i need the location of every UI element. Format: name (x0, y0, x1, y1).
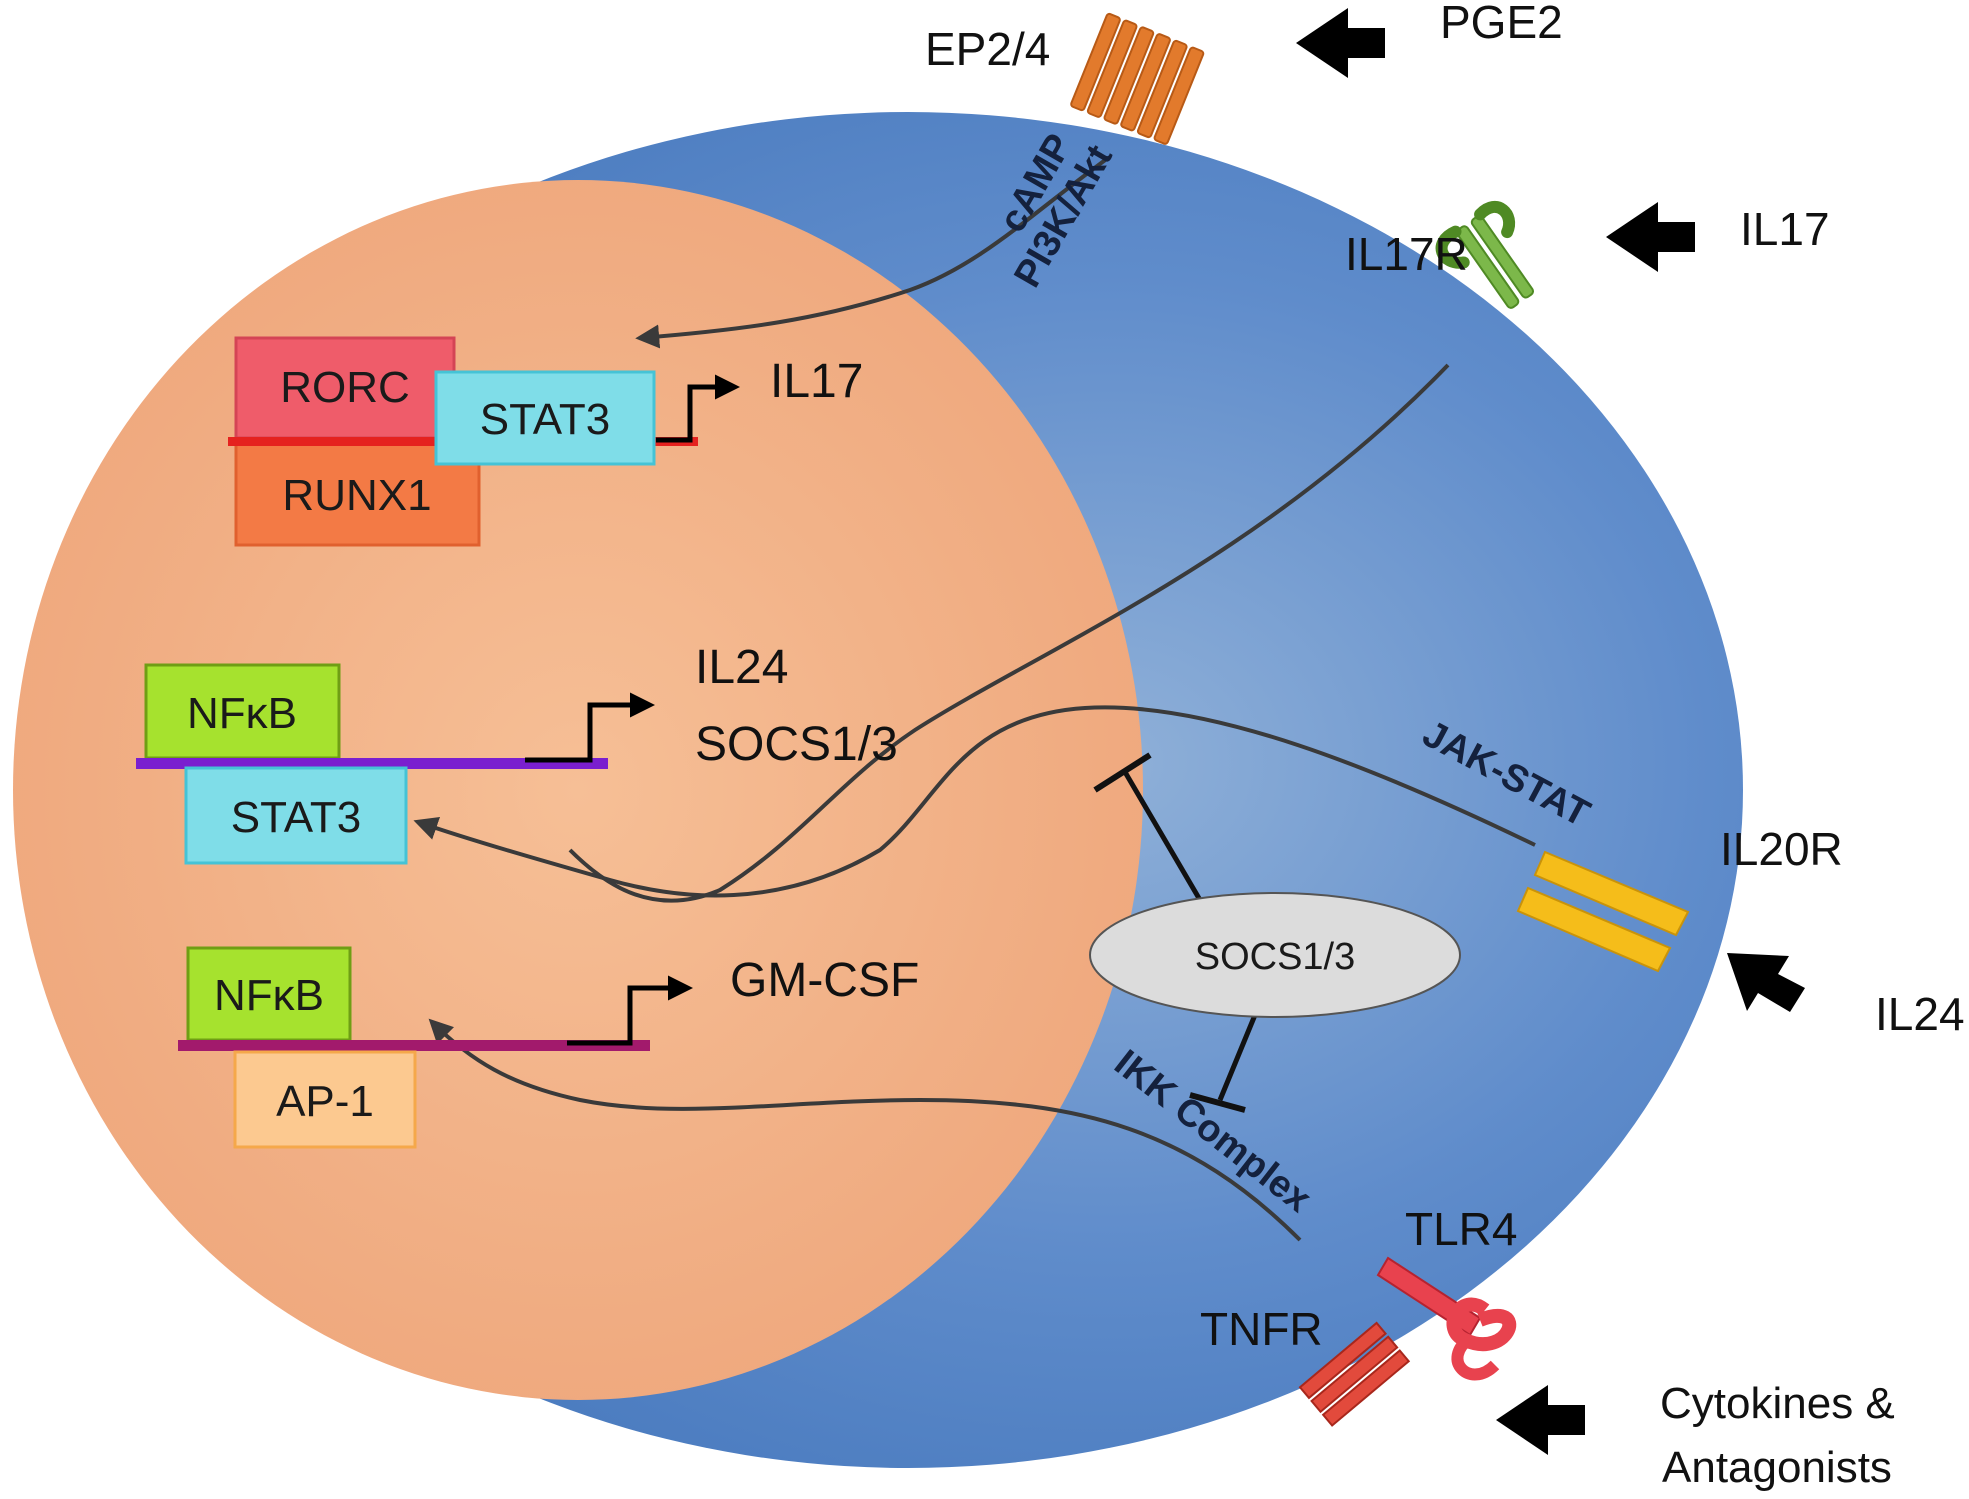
rorc-label: RORC (280, 363, 410, 412)
il24-arrow-icon (1727, 953, 1805, 1012)
il17-arrow-icon (1606, 202, 1695, 272)
ep24-label: EP2/4 (925, 23, 1050, 75)
nucleus (13, 180, 1143, 1400)
pge2-arrow-icon (1296, 8, 1385, 78)
nfkb-mid-box (144, 663, 341, 760)
transcription-arrow-il17 (656, 374, 740, 443)
il17r-receptor-icon (1435, 201, 1535, 309)
ap1-box (233, 1050, 417, 1149)
tlr4-label: TLR4 (1405, 1203, 1517, 1255)
il20r-label: IL20R (1720, 823, 1843, 875)
cytokines-arrow-icon (1496, 1385, 1585, 1455)
socs-inhibit-stem-top (1122, 770, 1203, 902)
il24-ligand-label: IL24 (1875, 988, 1965, 1040)
stat3-top-box (434, 370, 656, 466)
socs-ellipse-label: SOCS1/3 (1195, 936, 1356, 978)
rorc-box (234, 336, 456, 440)
gene-socs13-label: SOCS1/3 (695, 718, 898, 771)
il17r-label: IL17R (1345, 228, 1468, 280)
socs-inhibit-bar-top (1093, 752, 1152, 793)
gene-il24-label: IL24 (695, 641, 788, 694)
cytokines-label-line2: Antagonists (1662, 1443, 1892, 1492)
cytokines-label-line1: Cytokines & (1660, 1379, 1895, 1428)
gene-il17-label: IL17 (770, 355, 863, 408)
stat3-top-label: STAT3 (480, 395, 610, 444)
stat3-mid-box (184, 766, 408, 865)
dna-strand-mid (136, 758, 608, 769)
il17-ligand-label: IL17 (1740, 203, 1830, 255)
il20r-receptor-icon (1516, 850, 1690, 973)
tnfr-label: TNFR (1200, 1303, 1323, 1355)
dna-strand-bottom (178, 1040, 650, 1051)
nfkb-mid-label: NFκB (187, 689, 297, 738)
stat3-mid-label: STAT3 (231, 793, 361, 842)
ap1-label: AP-1 (276, 1077, 374, 1126)
gene-gmcsf-label: GM-CSF (730, 954, 919, 1007)
pge2-label: PGE2 (1440, 0, 1563, 48)
jak-stat-pathway-line (413, 705, 1536, 898)
socs-inhibit-stem-bottom (1217, 1014, 1258, 1101)
il17r-pathway-line (568, 363, 1450, 903)
ikk-pathway-line (428, 1018, 1302, 1242)
transcription-arrow-gmcsf (567, 975, 693, 1046)
socs-inhibit-bar-bottom (1189, 1092, 1246, 1113)
socs-ellipse (1089, 892, 1461, 1018)
transcription-arrow-il24 (525, 692, 655, 763)
nfkb-bot-label: NFκB (214, 971, 324, 1020)
nfkb-bot-box (186, 946, 352, 1042)
ep24-receptor-icon (1070, 12, 1205, 145)
runx1-label: RUNX1 (282, 471, 431, 520)
tnfr-receptor-icon (1298, 1321, 1411, 1427)
tlr4-receptor-icon (1376, 1256, 1517, 1381)
pi3k-akt-pathway-line (635, 156, 1110, 349)
